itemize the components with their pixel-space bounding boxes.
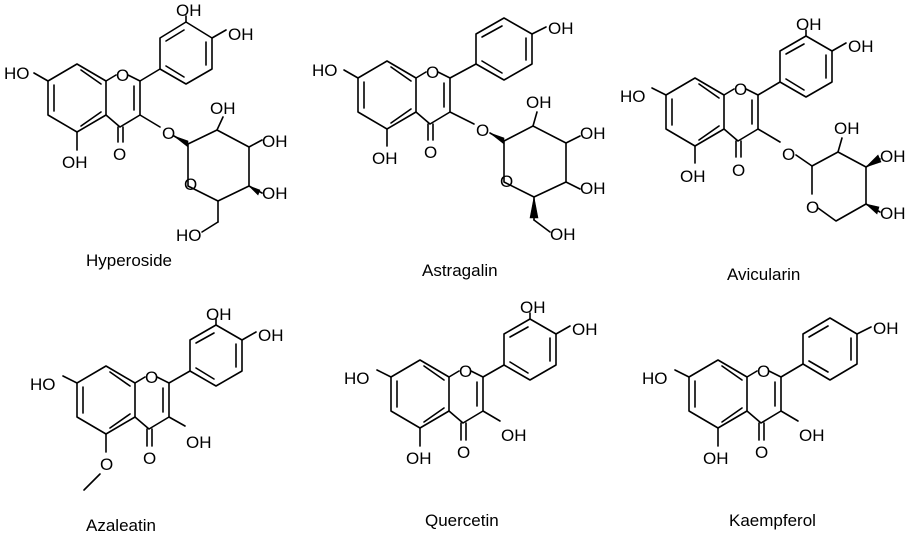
avicularin-keto-o: O <box>732 161 745 180</box>
hyperoside-structure: HO O OH O O OH OH O OH OH OH HO Hyperosi… <box>4 1 288 270</box>
astragalin-sugar-o: O <box>500 172 513 191</box>
azaleatin-methoxy-o: O <box>100 455 113 474</box>
avicularin-sugar-o: O <box>806 198 819 217</box>
hyperoside-wedge-bond <box>248 185 261 196</box>
avicularin-oh-s2: OH <box>880 147 906 166</box>
avicularin-structure: HO O OH O O OH OH O OH OH OH Avicularin <box>620 15 906 284</box>
quercetin-ho-7: HO <box>344 369 370 388</box>
hyperoside-ch2oh: HO <box>176 226 202 245</box>
hyperoside-name: Hyperoside <box>86 251 172 270</box>
azaleatin-keto-o: O <box>143 449 156 468</box>
hyperoside-keto-o: O <box>113 145 126 164</box>
quercetin-name: Quercetin <box>425 511 499 530</box>
avicularin-name: Avicularin <box>727 265 800 284</box>
astragalin-oh-4p: OH <box>548 19 574 38</box>
avicularin-wedge-bond <box>865 154 882 168</box>
astragalin-oh-s2: OH <box>580 124 606 143</box>
astragalin-wedge-bond <box>489 132 505 145</box>
avicularin-oh-3p: OH <box>796 15 822 34</box>
quercetin-oh-3p: OH <box>520 298 546 317</box>
avicularin-oh-4p: OH <box>848 37 874 56</box>
kaempferol-oh-5: OH <box>703 449 729 468</box>
hyperoside-oh-s2: OH <box>262 132 288 151</box>
azaleatin-oh-3: OH <box>186 433 212 452</box>
avicularin-ring-o: O <box>734 80 747 99</box>
hyperoside-link-o: O <box>162 124 175 143</box>
quercetin-structure: HO O OH O OH OH OH Quercetin <box>344 298 598 530</box>
azaleatin-name: Azaleatin <box>86 516 156 535</box>
kaempferol-structure: HO O OH O OH OH Kaempferol <box>642 317 899 530</box>
azaleatin-oh-4p: OH <box>258 326 284 345</box>
kaempferol-oh-3: OH <box>799 426 825 445</box>
astragalin-oh-5: OH <box>372 149 398 168</box>
azaleatin-structure: HO O O O OH OH OH Azaleatin <box>30 305 284 535</box>
avicularin-ho-7: HO <box>620 87 646 106</box>
azaleatin-ring-o: O <box>145 368 158 387</box>
avicularin-link-o: O <box>782 145 795 164</box>
astragalin-ring-o: O <box>426 63 439 82</box>
astragalin-bonds <box>343 17 581 233</box>
kaempferol-name: Kaempferol <box>729 511 816 530</box>
azaleatin-ho-7: HO <box>30 375 56 394</box>
hyperoside-oh-3p: OH <box>176 1 202 20</box>
astragalin-structure: HO O OH O O OH O OH OH OH OH Astragalin <box>312 17 606 280</box>
quercetin-oh-4p: OH <box>572 320 598 339</box>
avicularin-oh-s3: OH <box>880 204 906 223</box>
kaempferol-bonds <box>674 317 872 447</box>
hyperoside-bonds <box>33 15 263 233</box>
astragalin-keto-o: O <box>424 143 437 162</box>
quercetin-bonds <box>376 312 571 447</box>
astragalin-link-o: O <box>476 121 489 140</box>
hyperoside-oh-s3: OH <box>262 184 288 203</box>
hyperoside-ring-o: O <box>116 66 129 85</box>
quercetin-ring-o: O <box>459 362 472 381</box>
kaempferol-ho-7: HO <box>642 369 668 388</box>
hyperoside-sugar-o: O <box>184 175 197 194</box>
azaleatin-bonds <box>62 318 257 491</box>
astragalin-ch2oh: OH <box>550 225 576 244</box>
quercetin-keto-o: O <box>457 443 470 462</box>
quercetin-oh-3: OH <box>501 426 527 445</box>
hyperoside-oh-4p: OH <box>228 25 254 44</box>
hyperoside-ho-7: HO <box>4 64 30 83</box>
quercetin-oh-5: OH <box>406 449 432 468</box>
avicularin-wedge-bond <box>864 203 880 215</box>
azaleatin-oh-3p: OH <box>206 305 232 324</box>
kaempferol-oh-4p: OH <box>873 319 899 338</box>
kaempferol-ring-o: O <box>757 362 770 381</box>
hyperoside-wedge-bond <box>173 135 189 148</box>
hyperoside-oh-s1: OH <box>210 99 236 118</box>
astragalin-name: Astragalin <box>422 261 498 280</box>
kaempferol-keto-o: O <box>755 443 768 462</box>
astragalin-ho-7: HO <box>312 61 338 80</box>
avicularin-oh-5: OH <box>680 167 706 186</box>
hyperoside-oh-5: OH <box>62 153 88 172</box>
astragalin-oh-s3: OH <box>580 179 606 198</box>
astragalin-wedge-bond <box>529 196 539 219</box>
astragalin-oh-s1: OH <box>526 93 552 112</box>
avicularin-oh-s1: OH <box>834 119 860 138</box>
